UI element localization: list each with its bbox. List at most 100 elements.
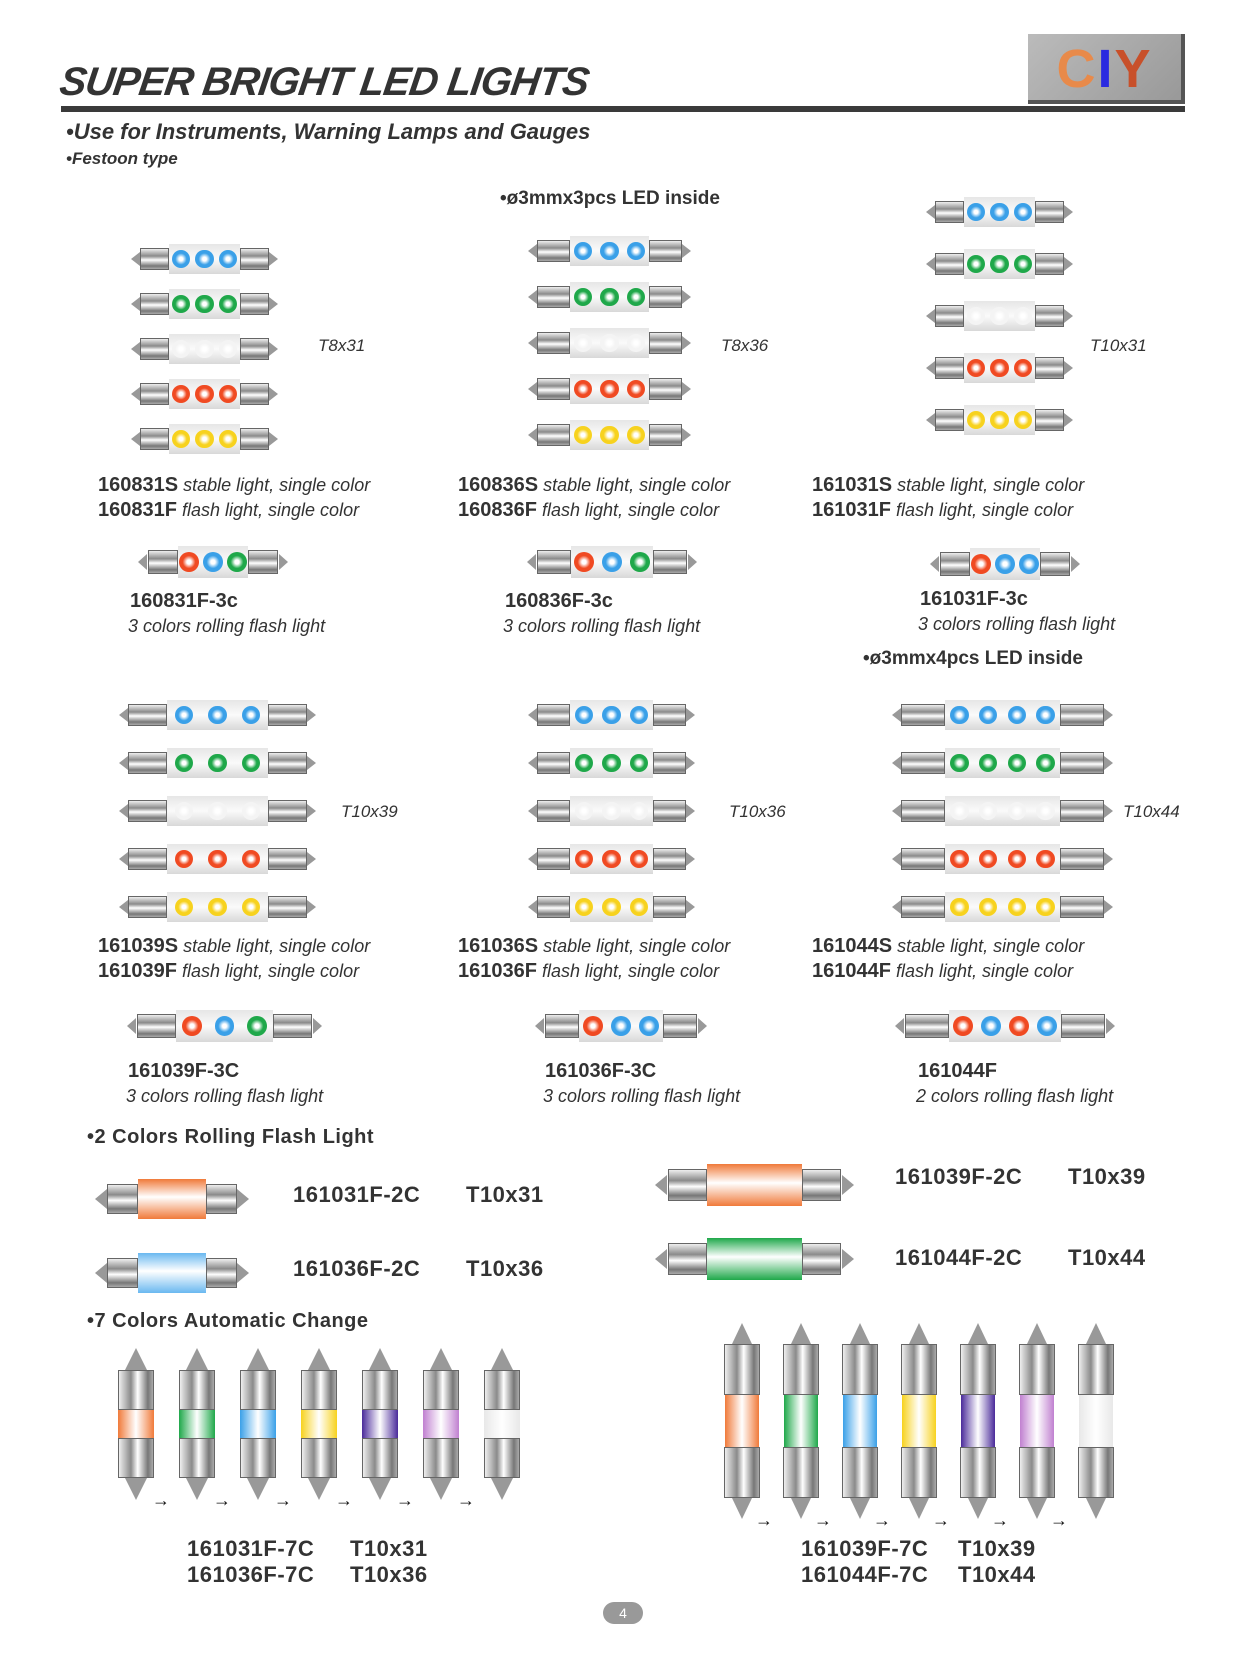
product-description: stable light, single color (183, 936, 371, 956)
bulb-tip (430, 1478, 452, 1500)
bulb-cap (1059, 799, 1104, 823)
bulb-cap (960, 1344, 996, 1395)
led-dot (1013, 358, 1033, 378)
led-dot (602, 849, 621, 869)
rolling-product-code: 160831F-3c (130, 590, 238, 612)
rolling-product-description: 3 colors rolling flash light (128, 616, 326, 636)
bulb-glass (423, 1409, 459, 1439)
bulb-cap (649, 423, 682, 447)
led-dot (626, 379, 646, 399)
bulb-cap (652, 799, 686, 823)
bulb-cap (206, 1183, 237, 1215)
led-dot (600, 425, 619, 445)
bulb-cap (1059, 751, 1104, 775)
bulb-glass (137, 1179, 207, 1219)
bulb-cap (901, 1344, 937, 1395)
product-description: stable light, single color (897, 475, 1085, 495)
bulb-cap (140, 292, 170, 316)
bulb-cap (107, 1183, 138, 1215)
product-description: flash light, single color (181, 500, 360, 520)
led-dot (600, 379, 619, 399)
bulb-cap (537, 377, 570, 401)
product-description: stable light, single color (543, 936, 731, 956)
bulb-tip (127, 1018, 136, 1034)
seven-color-heading: •7 Colors Automatic Change (87, 1310, 369, 1332)
festoon-bulb (535, 1010, 707, 1042)
bulb-cap (128, 847, 168, 871)
product-code: 160836S (458, 474, 539, 496)
bulb-tip (731, 1323, 752, 1344)
bulb-tip (527, 554, 536, 570)
bulb-tip (790, 1323, 811, 1344)
rolling-product-description: 2 colors rolling flash light (916, 1086, 1114, 1106)
bulb-size-label: T10x39 (341, 802, 398, 821)
arrow-icon: → (213, 1490, 231, 1510)
bulb-tip (1104, 851, 1113, 866)
bulb-tip (279, 554, 288, 570)
festoon-bulb (127, 1010, 322, 1042)
led-dot (241, 753, 261, 773)
product-description: flash light, single color (181, 961, 360, 981)
bulb-tip (269, 386, 278, 401)
page-title: SUPER BRIGHT LED LIGHTS (56, 60, 592, 104)
led-note-3pcs: •ø3mmx3pcs LED inside (500, 188, 720, 209)
product-code: 161039S (98, 935, 179, 957)
bulb-tip (528, 243, 537, 258)
bulb-tip (1106, 1018, 1115, 1034)
bulb-cap (128, 703, 168, 727)
bulb-tip (682, 381, 691, 396)
bulb-tip (892, 899, 901, 914)
bulb-tip (1071, 556, 1080, 572)
bulb-tip (307, 899, 316, 914)
bulb-tip (131, 431, 140, 446)
bulb-tip (688, 554, 697, 570)
led-dot (971, 554, 992, 574)
bulb-tip (892, 803, 901, 818)
bulb-tip (269, 341, 278, 356)
bulb-glass (961, 1394, 995, 1448)
led-dot (629, 849, 649, 869)
product-size: T10x31 (466, 1182, 544, 1207)
festoon-bulb (655, 1238, 854, 1280)
led-dot (1036, 849, 1055, 869)
led-dot (1036, 897, 1055, 917)
led-dot (208, 849, 227, 869)
led-dot (950, 705, 969, 725)
led-dot (629, 753, 649, 773)
bulb-cap (537, 751, 571, 775)
festoon-bulb (930, 548, 1080, 580)
product-code: 161036S (458, 935, 539, 957)
product-code: 161039F (98, 960, 177, 982)
bulb-cap (649, 239, 682, 263)
led-dot (950, 753, 969, 773)
bulb-cap (537, 703, 571, 727)
bulb-tip (186, 1348, 208, 1370)
bulb-tip (131, 386, 140, 401)
arrow-icon: → (873, 1510, 891, 1530)
led-dot (1007, 753, 1027, 773)
festoon-bulb (892, 748, 1113, 778)
product-size: T10x39 (1068, 1164, 1146, 1189)
bulb-tip (1064, 204, 1073, 219)
bulb-tip (528, 427, 537, 442)
led-dot (966, 254, 986, 274)
bulb-cap (667, 1169, 708, 1201)
led-dot (629, 801, 649, 821)
rolling-product-description: 3 colors rolling flash light (918, 614, 1116, 634)
led-dot (171, 294, 191, 314)
product-description: stable light, single color (183, 475, 371, 495)
bulb-tip (892, 707, 901, 722)
bulb-tip (307, 755, 316, 770)
festoon-bulb (528, 748, 695, 778)
bulb-cap (935, 200, 965, 224)
rolling-product-description: 3 colors rolling flash light (126, 1086, 324, 1106)
festoon-bulb-vertical (236, 1348, 280, 1500)
festoon-bulb (119, 748, 316, 778)
rolling-product-code: 160836F-3c (505, 590, 613, 612)
bulb-cap (1019, 1447, 1055, 1498)
bulb-glass (1020, 1394, 1054, 1448)
brand-logo: CIY (1028, 34, 1185, 104)
festoon-bulb (95, 1253, 249, 1293)
led-dot (208, 705, 227, 725)
